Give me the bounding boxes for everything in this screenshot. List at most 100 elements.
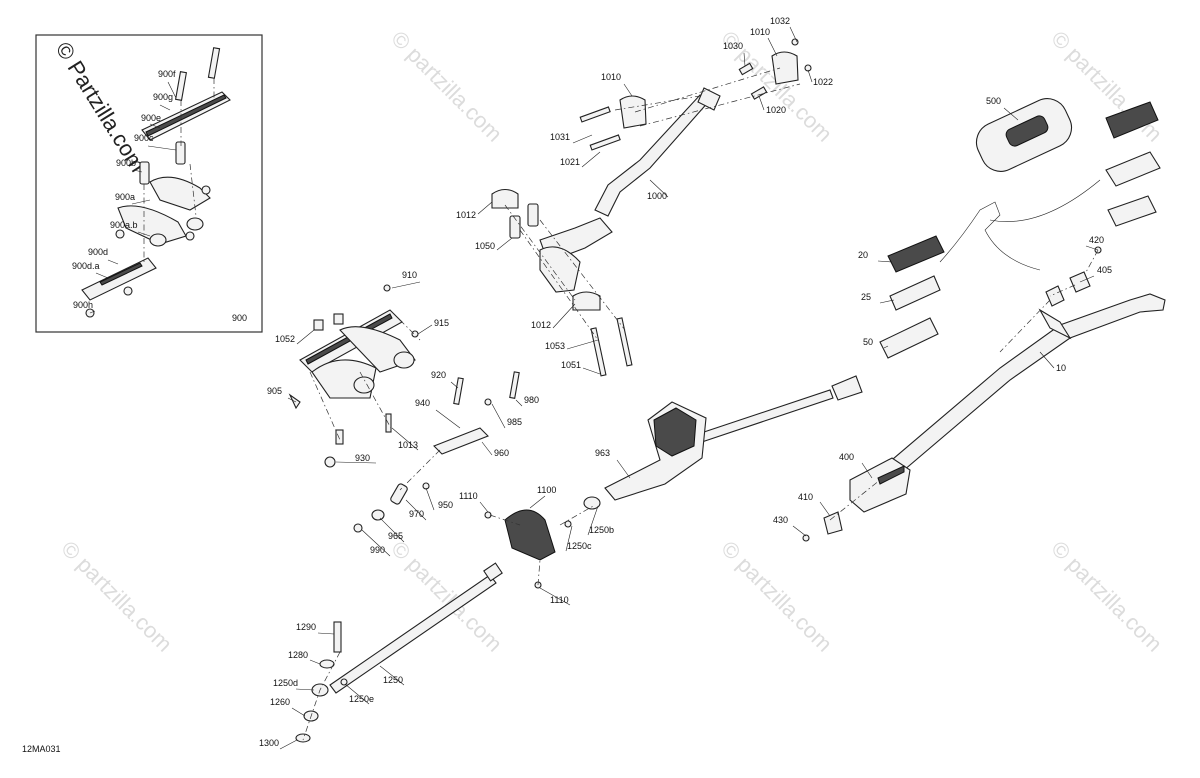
riser-clamp	[572, 291, 601, 311]
callout-c930: 930	[355, 453, 370, 463]
inset-nut	[123, 286, 133, 296]
callout-c1020: 1020	[766, 105, 786, 115]
callout-c1250b: 1250b	[589, 525, 614, 535]
inset-bushing	[186, 217, 204, 231]
callout-c900a: 900a	[115, 192, 135, 202]
callout-c1013: 1013	[398, 440, 418, 450]
inset-mount-arm	[117, 205, 187, 245]
callout-c50: 50	[863, 337, 873, 347]
link-bolt	[453, 377, 464, 405]
callout-c1250: 1250	[383, 675, 403, 685]
grip-heater-wiring	[939, 179, 1101, 271]
watermark: © partzilla.com	[1046, 536, 1167, 657]
callout-c1050: 1050	[475, 241, 495, 251]
callout-c410: 410	[798, 492, 813, 502]
callout-c400: 400	[839, 452, 854, 462]
callout-c1300: 1300	[259, 738, 279, 748]
riser-block	[849, 457, 911, 513]
mount-assembly-lines	[309, 319, 441, 491]
steering-column	[295, 375, 863, 743]
callout-c1100: 1100	[537, 485, 556, 495]
callout-c965: 965	[388, 531, 403, 541]
callout-c970: 970	[409, 509, 424, 519]
callout-c950: 950	[438, 500, 453, 510]
callout-c1052: 1052	[275, 334, 295, 344]
callout-c940: 940	[415, 398, 430, 408]
watermark: © partzilla.com	[386, 26, 507, 147]
ball-joint	[390, 483, 408, 505]
clamp-bolt	[589, 134, 621, 151]
callout-c25: 25	[861, 292, 871, 302]
inset-frame	[35, 34, 263, 333]
inset-plate-strip	[99, 262, 143, 286]
nut	[324, 456, 336, 468]
callout-c1280: 1280	[288, 650, 308, 660]
shaft-joint	[831, 375, 863, 401]
nut	[411, 330, 419, 338]
nut	[353, 523, 363, 533]
callout-c900b: 900b	[116, 158, 136, 168]
link-bolt	[509, 371, 520, 399]
riser-spacer	[509, 215, 521, 239]
bushing	[335, 429, 344, 445]
callout-c1012b: 1012	[531, 320, 551, 330]
callout-c1290: 1290	[296, 622, 316, 632]
callout-c1022: 1022	[813, 77, 833, 87]
bushing	[371, 509, 385, 521]
callout-c1110b: 1110	[550, 595, 569, 605]
callout-c910: 910	[402, 270, 417, 280]
nut	[422, 482, 430, 490]
callout-c915: 915	[434, 318, 449, 328]
callout-c10: 10	[1056, 363, 1066, 373]
inset-plate-strip	[145, 94, 227, 137]
callout-c963: 963	[595, 448, 610, 458]
spacer	[738, 62, 754, 76]
column-assembly-lines	[302, 504, 596, 741]
callout-c405: 405	[1097, 265, 1112, 275]
handlebar-assembly-lines	[829, 249, 1099, 521]
riser-assembly-lines	[504, 67, 801, 341]
inset-mount-arm	[149, 176, 211, 211]
riser-block-strip	[877, 465, 905, 485]
column-support	[504, 509, 556, 561]
callout-c1051: 1051	[561, 360, 581, 370]
callout-c20: 20	[858, 250, 868, 260]
handlebar-clamp	[619, 95, 647, 129]
callout-c900h: 900h	[73, 300, 93, 310]
wire-clamp	[1045, 285, 1065, 307]
handlebar-bend	[1038, 308, 1072, 340]
mount-bushing	[353, 376, 375, 394]
riser-bolt	[616, 317, 633, 367]
callout-c1032: 1032	[770, 16, 790, 26]
callout-c900ab: 900a.b	[110, 220, 138, 230]
riser-assembly	[491, 38, 812, 377]
riser-clamp	[491, 188, 519, 209]
callout-cdiag: 12MA031	[22, 744, 61, 754]
inset-nut	[115, 229, 125, 239]
callout-c1000: 1000	[647, 191, 667, 201]
callout-c980: 980	[524, 395, 539, 405]
washer	[295, 733, 311, 743]
inset-bolt	[207, 47, 221, 79]
screw	[802, 534, 810, 542]
handlebar	[879, 293, 1166, 483]
rod-end	[583, 496, 601, 510]
inset-assembly-lines	[143, 78, 215, 262]
riser-clamp-block	[539, 246, 581, 293]
watermark: © partzilla.com	[716, 536, 837, 657]
inset-nut	[201, 185, 211, 195]
callout-c900: 900	[232, 313, 247, 323]
inset-bolt	[174, 71, 188, 101]
nut	[791, 38, 799, 46]
nut	[340, 678, 348, 686]
clamp-bolt	[579, 106, 611, 123]
inset-spacer	[139, 161, 150, 185]
inset-watermark: © Partzilla.com	[51, 37, 151, 176]
callout-c1250c: 1250c	[567, 541, 592, 551]
callout-c900f: 900f	[158, 69, 176, 79]
leader-lines	[89, 26, 1099, 750]
steering-mount	[288, 284, 520, 533]
grip-insert	[889, 275, 941, 311]
shaft-end	[483, 562, 503, 582]
callout-c1030: 1030	[723, 41, 743, 51]
